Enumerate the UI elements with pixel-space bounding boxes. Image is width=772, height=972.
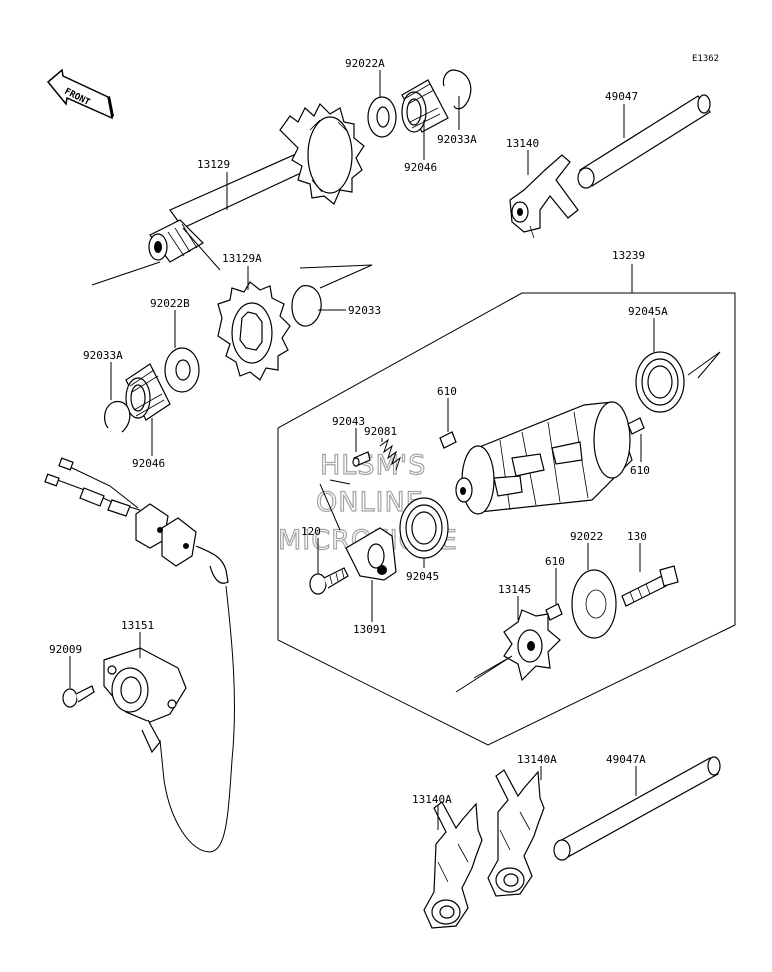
- spring-92081-drawing: [379, 438, 401, 471]
- part-label-13140a-left[interactable]: 13140A: [412, 793, 452, 806]
- part-label-13129[interactable]: 13129: [197, 158, 230, 171]
- shift-fork-13140a-left-drawing: [423, 801, 483, 929]
- part-label-610-mid[interactable]: 610: [545, 555, 565, 568]
- shift-drum-drawing: [455, 401, 633, 515]
- rod-49047a-drawing: [553, 756, 721, 861]
- part-label-92043[interactable]: 92043: [332, 415, 365, 428]
- circlip-92033-drawing: [291, 285, 322, 327]
- part-label-92033[interactable]: 92033: [348, 304, 381, 317]
- part-label-13140a-right[interactable]: 13140A: [517, 753, 557, 766]
- part-label-13145[interactable]: 13145: [498, 583, 531, 596]
- diagram-code: E1362: [692, 54, 719, 64]
- part-label-92046-left[interactable]: 92046: [132, 457, 165, 470]
- plate-92022-drawing: [571, 569, 617, 639]
- part-label-610-right[interactable]: 610: [630, 464, 650, 477]
- part-label-92022a[interactable]: 92022A: [345, 57, 385, 70]
- rod-49047-drawing: [577, 94, 711, 189]
- part-label-92045a[interactable]: 92045A: [628, 305, 668, 318]
- part-label-13151[interactable]: 13151: [121, 619, 154, 632]
- star-plate-13145-drawing: [455, 609, 561, 693]
- part-label-120[interactable]: 120: [301, 525, 321, 538]
- circlip-92033a-top-drawing: [442, 69, 472, 110]
- needle-bearing-92046-top-drawing: [401, 79, 449, 133]
- shift-drum-assembly-outline: [277, 264, 736, 746]
- front-direction-arrow: FRONT: [46, 68, 114, 120]
- shaft-13129-drawing: [91, 102, 365, 286]
- gear-13129a-drawing: [217, 264, 373, 381]
- part-label-13091[interactable]: 13091: [353, 623, 386, 636]
- shift-fork-13140-drawing: [509, 154, 579, 239]
- part-label-13140[interactable]: 13140: [506, 137, 539, 150]
- pin-610-mid-drawing: [545, 603, 563, 621]
- leader-lines: [69, 70, 655, 830]
- pin-92043-drawing: [352, 451, 371, 467]
- part-label-130[interactable]: 130: [627, 530, 647, 543]
- part-label-49047a[interactable]: 49047A: [606, 753, 646, 766]
- part-label-92081[interactable]: 92081: [364, 425, 397, 438]
- part-label-92022b[interactable]: 92022B: [150, 297, 190, 310]
- part-label-13129a[interactable]: 13129A: [222, 252, 262, 265]
- part-label-92033a-top[interactable]: 92033A: [437, 133, 477, 146]
- part-label-610-top[interactable]: 610: [437, 385, 457, 398]
- washer-92022a-drawing: [367, 96, 397, 138]
- part-label-13239[interactable]: 13239: [612, 249, 645, 262]
- part-label-92046-top[interactable]: 92046: [404, 161, 437, 174]
- part-label-92022[interactable]: 92022: [570, 530, 603, 543]
- part-number-labels: 92022A 92033A 92046 49047 13140 13129 13…: [49, 57, 668, 806]
- bolt-120-drawing: [309, 567, 349, 595]
- circlip-92033a-left-drawing: [104, 401, 131, 433]
- pin-610-right-drawing: [627, 417, 645, 435]
- part-label-92045[interactable]: 92045: [406, 570, 439, 583]
- part-label-92033a-left[interactable]: 92033A: [83, 349, 123, 362]
- part-label-49047[interactable]: 49047: [605, 90, 638, 103]
- bolt-130-drawing: [621, 565, 679, 607]
- shift-fork-13140a-right-drawing: [487, 769, 545, 897]
- screw-92009-drawing: [62, 685, 95, 708]
- watermark-line-1: HLSM'S: [320, 450, 426, 481]
- part-label-92009[interactable]: 92009: [49, 643, 82, 656]
- bearing-92045a-drawing: [635, 351, 721, 413]
- cam-plate-13091-drawing: [319, 479, 397, 581]
- gear-position-switch-harness-drawing: [44, 457, 235, 853]
- needle-bearing-92046-left-drawing: [125, 363, 171, 421]
- washer-92022b-drawing: [164, 347, 200, 393]
- bearing-92045-drawing: [399, 497, 449, 559]
- pin-610-top-drawing: [439, 431, 457, 449]
